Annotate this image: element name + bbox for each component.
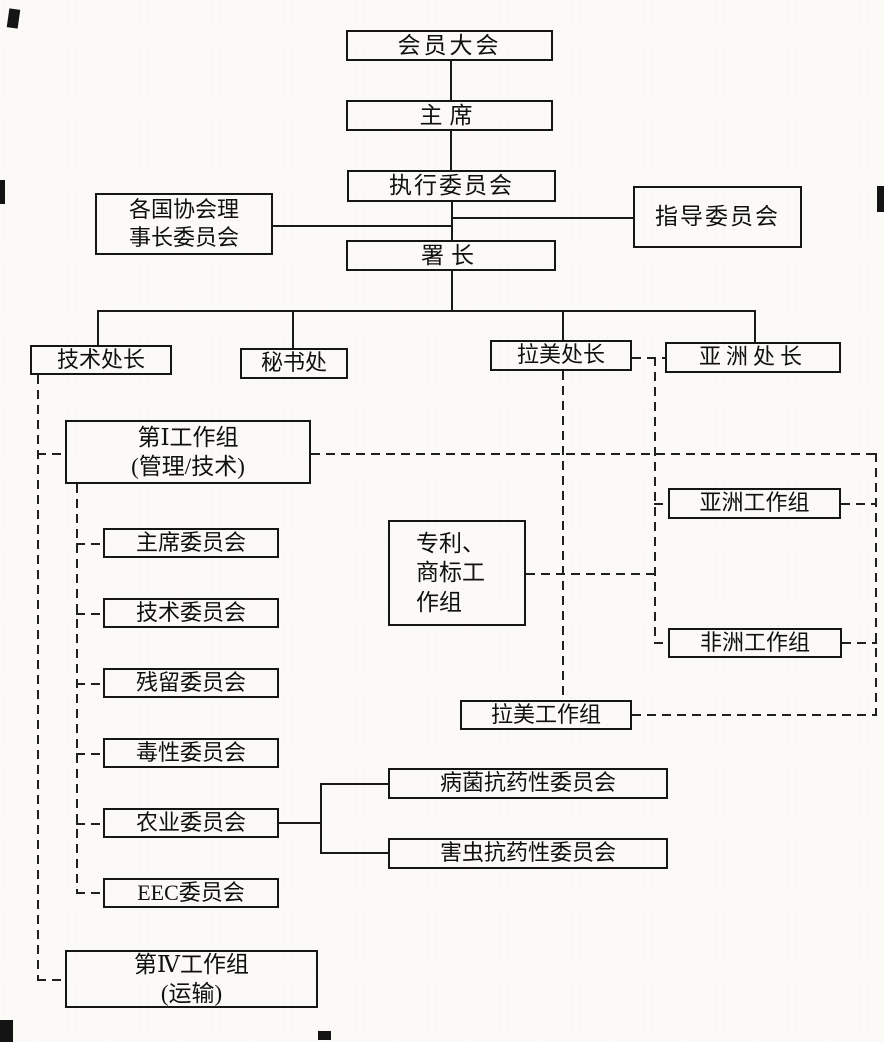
dashed-working-group-1-right-link [311,453,877,456]
connector-executive-director [451,202,454,240]
scan-artifact [0,180,5,204]
dashed-to-working-group-1 [37,453,65,456]
node-secretariat: 秘书处 [240,348,348,379]
connector-agriculture-bracket [320,783,323,854]
dashed-to-toxicity-committee [76,753,103,756]
dashed-working-group-1-spine [76,484,79,893]
node-steering-committee: 指导委员会 [633,186,802,248]
node-label-latin-america-working-group: 拉美工作组 [490,701,601,727]
dashed-to-africa-wg [654,642,668,645]
scan-artifact [6,8,21,29]
connector-steering-trunk [452,217,633,220]
node-working-group-1: 第Ⅰ工作组 (管理/技术) [65,420,311,484]
node-label-fungicide-resistance-committee: 病菌抗药性委员会 [439,770,616,796]
node-label-residue-committee: 残留委员会 [135,669,246,695]
node-label-secretariat: 秘书处 [260,350,327,376]
node-latin-america-working-group: 拉美工作组 [460,700,632,730]
connector-director-downdrop [451,271,454,310]
connector-assembly-chairman [450,61,453,100]
node-label-asia-working-group: 亚洲工作组 [699,490,810,516]
dashed-to-agriculture-committee [76,823,103,826]
dashed-right-margin-spine [875,453,878,716]
node-latin-america-director: 拉美处长 [490,340,632,371]
node-agriculture-committee: 农业委员会 [103,808,279,838]
node-label-patent-trademark-working-group: 专利、 商标工 作组 [416,530,485,615]
node-label-chairman: 主席 [419,102,480,128]
node-technical-director: 技术处长 [30,345,172,375]
node-working-group-4: 第Ⅳ工作组 (运输) [65,950,318,1008]
dashed-latam-director-to-latam-wg [562,371,565,700]
dashed-technical-director-spine [37,375,40,981]
node-label-working-group-1: 第Ⅰ工作组 (管理/技术) [131,424,245,479]
node-label-chairman-committee: 主席委员会 [135,529,246,555]
node-label-eec-committee: EEC委员会 [137,879,245,905]
connector-directors-bus [97,310,756,313]
node-pest-resistance-committee: 害虫抗药性委员会 [388,838,668,869]
scan-artifact [0,1020,13,1042]
node-label-technical-committee: 技术委员会 [135,599,246,625]
node-patent-trademark-working-group: 专利、 商标工 作组 [388,520,526,626]
connector-to-pest-resistance [320,852,388,855]
dashed-to-patent-trademark-wg [526,573,654,576]
node-member-assembly: 会员大会 [346,30,553,61]
dashed-to-chairman-committee [76,543,103,546]
dashed-to-asia-wg [654,503,668,506]
node-asia-working-group: 亚洲工作组 [668,488,841,519]
node-toxicity-committee: 毒性委员会 [103,738,279,768]
scan-artifact [877,186,884,212]
node-label-africa-working-group: 非洲工作组 [699,629,810,655]
node-label-national-presidents-committee: 各国协会理 事长委员会 [128,196,239,250]
node-label-pest-resistance-committee: 害虫抗药性委员会 [439,840,616,866]
node-fungicide-resistance-committee: 病菌抗药性委员会 [388,768,668,799]
scan-artifact [318,1031,331,1040]
connector-national-presidents-trunk [273,225,451,228]
connector-to-fungicide-resistance [320,783,388,786]
node-executive-committee: 执行委员会 [347,170,556,202]
connector-drop-technical-director [97,310,100,345]
dashed-asia-director-spine [654,357,657,644]
node-africa-working-group: 非洲工作组 [668,628,842,658]
dashed-africa-wg-right-stub [842,642,877,645]
node-label-asia-director: 亚洲处长 [698,344,807,370]
node-eec-committee: EEC委员会 [103,878,279,908]
dashed-latam-wg-right-link [632,714,877,717]
node-label-steering-committee: 指导委员会 [655,204,780,230]
node-residue-committee: 残留委员会 [103,668,279,698]
node-chairman-committee: 主席委员会 [103,528,279,558]
dashed-to-working-group-4 [37,979,65,982]
connector-drop-latam-director [562,310,565,340]
dashed-to-residue-committee [76,683,103,686]
node-technical-committee: 技术委员会 [103,598,279,628]
connector-drop-asia-director [754,310,757,342]
node-label-toxicity-committee: 毒性委员会 [135,739,246,765]
connector-drop-secretariat [292,310,295,348]
node-label-director-general: 署长 [421,242,481,268]
dashed-to-technical-committee [76,613,103,616]
node-label-technical-director: 技术处长 [56,346,145,372]
dashed-latam-asia-bridge [632,357,665,360]
node-label-executive-committee: 执行委员会 [389,173,514,199]
dashed-to-eec-committee [76,892,103,895]
node-director-general: 署长 [346,240,556,271]
node-label-latin-america-director: 拉美处长 [516,342,605,368]
node-national-presidents-committee: 各国协会理 事长委员会 [95,193,273,255]
node-label-agriculture-committee: 农业委员会 [135,809,246,835]
dashed-asia-wg-right-stub [841,503,877,506]
node-asia-director: 亚洲处长 [665,342,841,373]
connector-chairman-executive [450,131,453,170]
node-chairman: 主席 [346,100,553,131]
connector-agriculture-bracket-stem [279,822,321,825]
node-label-working-group-4: 第Ⅳ工作组 (运输) [134,951,249,1006]
node-label-member-assembly: 会员大会 [397,32,502,58]
